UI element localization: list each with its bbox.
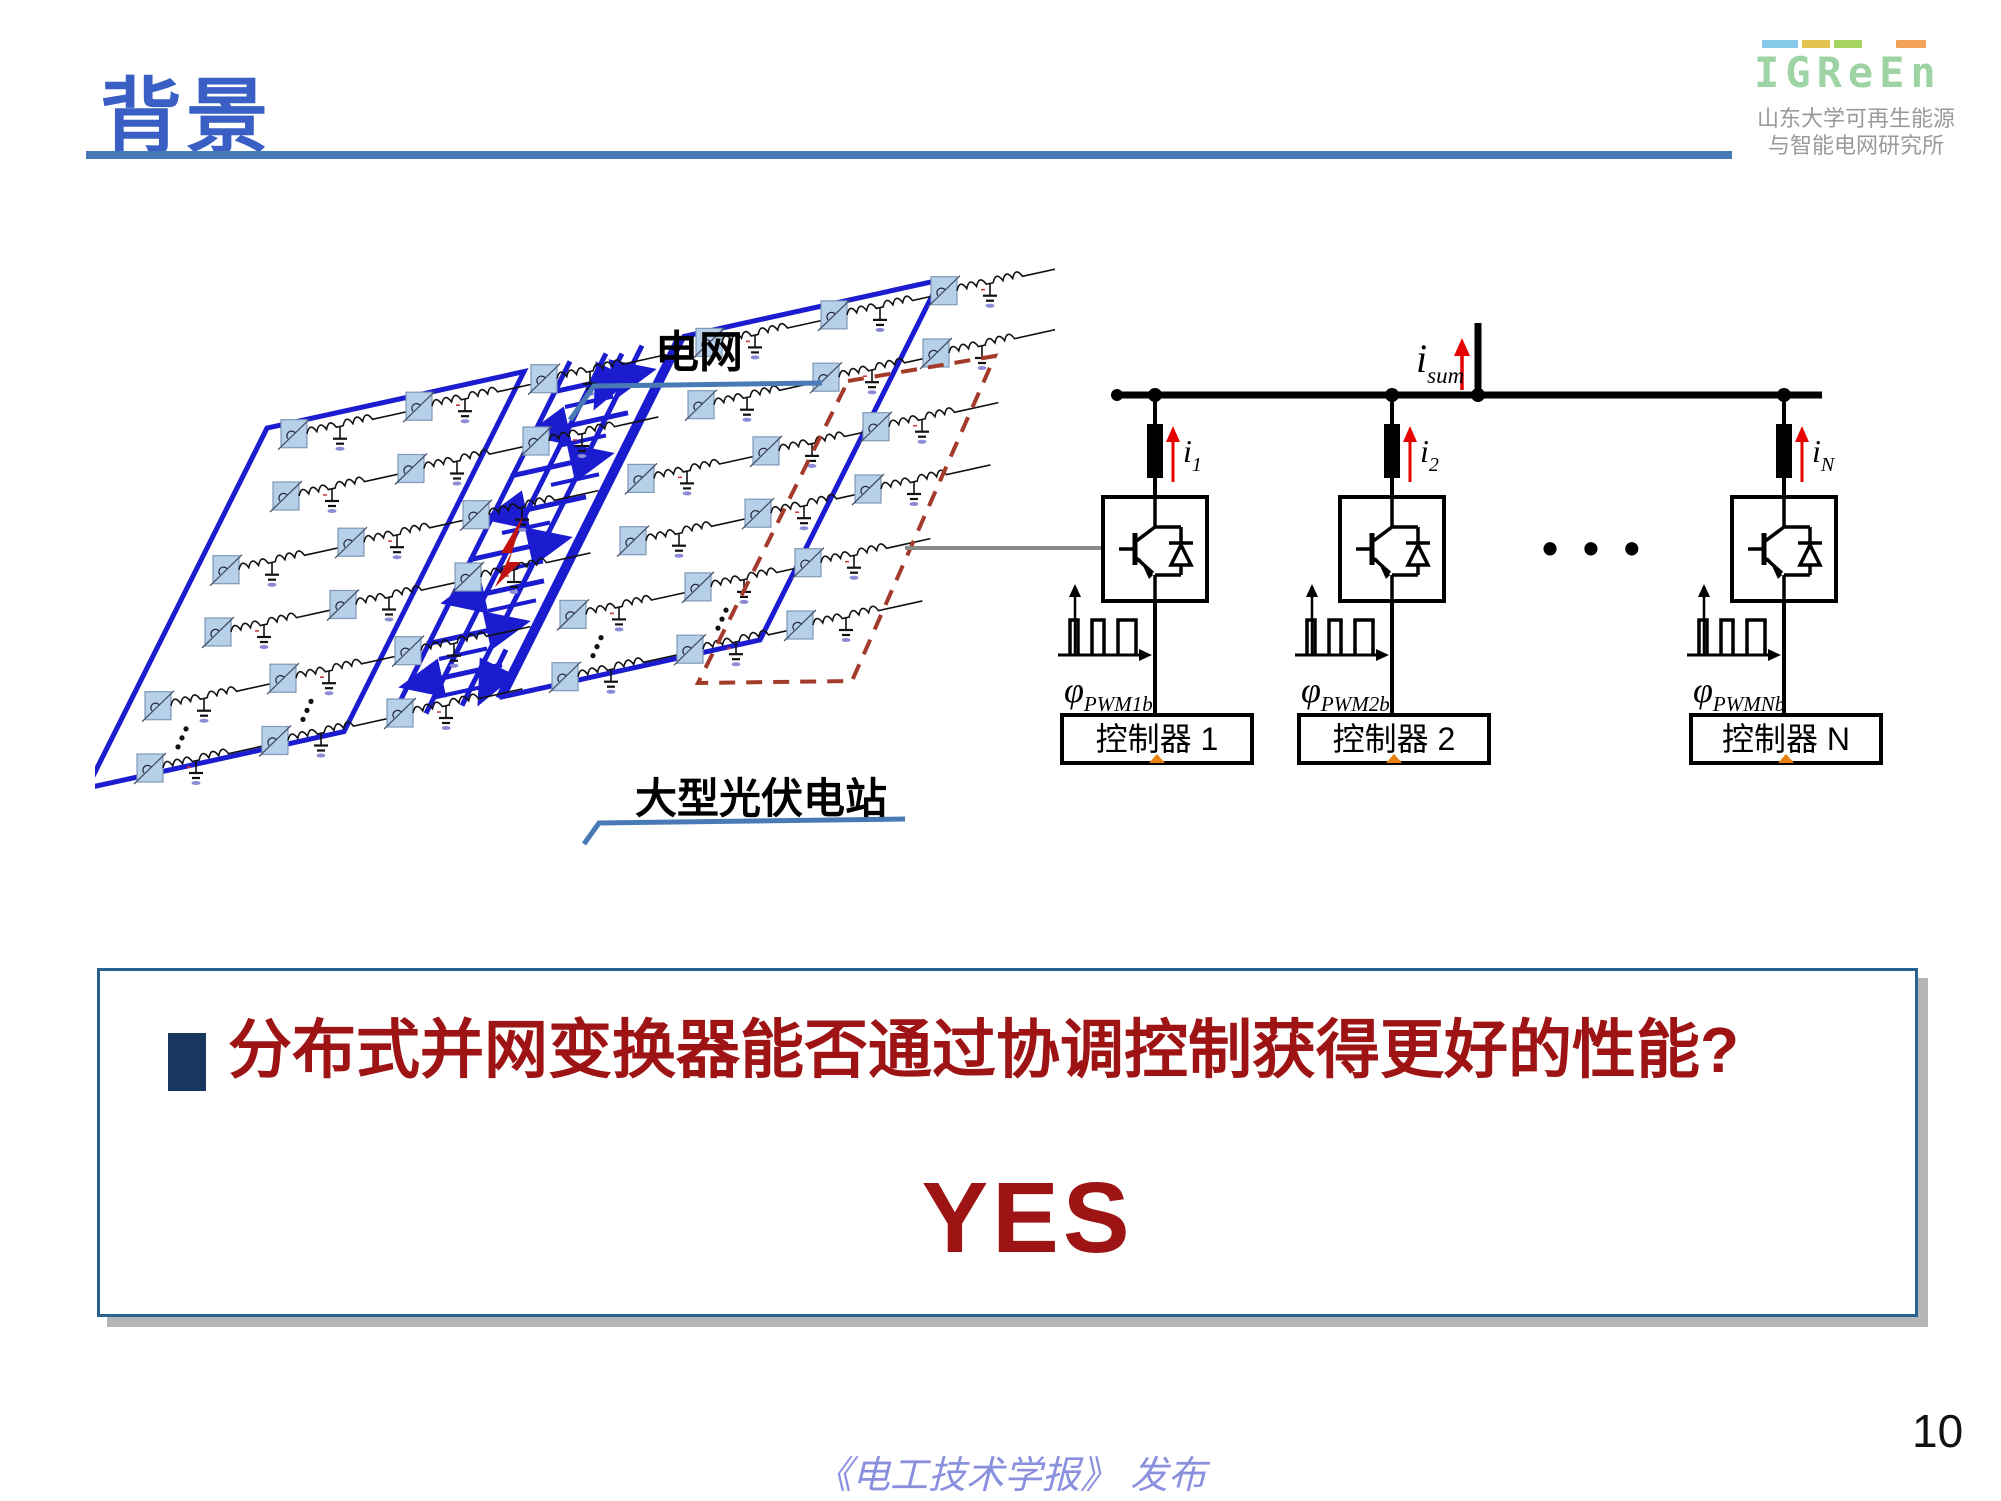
pv-string-cell [556,589,696,632]
converter-unit [1340,497,1444,601]
station-label-pointer [581,816,906,846]
pv-string-cell [519,416,659,458]
pv-string-cell [141,680,281,723]
pv-string-cell [334,517,474,560]
pv-string-cell [277,408,417,451]
logo-brand-text: IGReEn [1754,48,1942,97]
sum-current-label: isum [1416,336,1464,388]
pv-string-cell [209,544,349,587]
grid-label-pointer [567,380,823,422]
sum-current-arrowhead [1454,338,1470,356]
converter-branch-2: i2 φPWM2b 控制器 2 [1293,395,1491,765]
converter-unit [1103,497,1207,601]
logo-bar-green [1834,40,1862,48]
filter-impedance [1776,424,1792,478]
pv-string-cell [394,443,534,486]
logo-institute-line1: 山东大学可再生能源 [1756,106,1955,131]
logo-bar-yellow [1802,40,1830,48]
pwm-phase-label: φPWMNb [1693,670,1785,716]
filter-impedance [1384,424,1400,478]
journal-footer: 《电工技术学报》 发布 [813,1453,1207,1497]
branch-current-label: i1 [1183,433,1202,476]
page-number: 10 [1912,1405,1964,1457]
pv-plant-network [95,265,1055,789]
branch-current-label: i2 [1420,433,1439,476]
pv-string-cell [391,625,531,668]
bullet-square [168,1033,206,1091]
controller-label: 控制器 N [1722,721,1850,757]
logo-bar-blue [1762,40,1798,48]
controller-input-arrow [1386,754,1402,763]
controller-label: 控制器 1 [1096,721,1219,757]
pv-string-cell [859,401,999,444]
branch-current-arrowhead [1166,426,1180,442]
pv-string-cell [791,537,931,580]
pv-string-cell [919,328,1055,370]
filter-impedance [1147,424,1163,478]
pv-string-cell [851,464,991,506]
question-box: 分布式并网变换器能否通过协调控制获得更好的性能? YES [97,968,1918,1317]
pv-string-cell [817,290,957,332]
page-title: 背景 [100,72,273,163]
converter-branch-N: iN φPWMNb 控制器 N [1685,395,1883,765]
pv-string-cell [927,265,1055,308]
pv-string-cell [258,715,398,758]
pv-string-cell [809,352,949,395]
pv-string-cell [684,379,824,422]
zoom-connector-line [905,546,1105,550]
grid-label: 电网 [655,328,743,377]
selected-string-dashed-outline [694,353,999,686]
title-underline-rule [86,151,1732,159]
pv-string-cell [783,600,923,642]
branch-current-arrowhead [1795,426,1809,442]
pv-string-cell [383,688,523,730]
pv-string-cell [673,624,813,667]
question-text: 分布式并网变换器能否通过协调控制获得更好的性能? [228,1014,1740,1086]
converter-unit [1732,497,1836,601]
pv-plant-diagram: 电网 大型光伏电站 [95,265,1055,846]
pv-string-cell [741,488,881,531]
logo-institute-line2: 与智能电网研究所 [1767,133,1944,158]
pv-string-cell [459,489,599,532]
pv-string-cell [266,653,406,696]
pv-string-cell [451,552,591,594]
converter-branch-1: i1 φPWM1b 控制器 1 [1056,395,1254,765]
branch-current-arrowhead [1403,426,1417,442]
pv-string-cell [201,607,341,649]
controller-label: 控制器 2 [1333,721,1456,757]
branch-current-label: iN [1812,433,1836,476]
parallel-converter-diagram: isum • • • i1 φPWM1b 控制器 1 i2 [1056,323,1883,765]
institute-logo: IGReEn 山东大学可再生能源 与智能电网研究所 [1748,36,1964,158]
station-label: 大型光伏电站 [635,775,887,822]
pwm-phase-label: φPWM2b [1301,670,1390,716]
pv-string-cell [402,381,542,424]
branches-ellipsis: • • • [1542,522,1646,574]
pv-string-cell [269,471,409,513]
controller-input-arrow [1149,754,1165,763]
pv-string-cell [616,515,756,558]
pwm-phase-label: φPWM1b [1064,670,1153,716]
pv-string-cell [692,317,832,360]
logo-bar-orange [1896,40,1926,48]
pv-string-cell [326,579,466,622]
controller-input-arrow [1778,754,1794,763]
fault-lightning-icon [495,516,523,587]
pv-string-cell [133,743,273,785]
pv-string-cell [548,651,688,694]
pv-string-cell [624,453,764,496]
answer-text: YES [921,1162,1134,1274]
pv-string-cell [681,562,821,604]
bus-node [1111,389,1123,401]
